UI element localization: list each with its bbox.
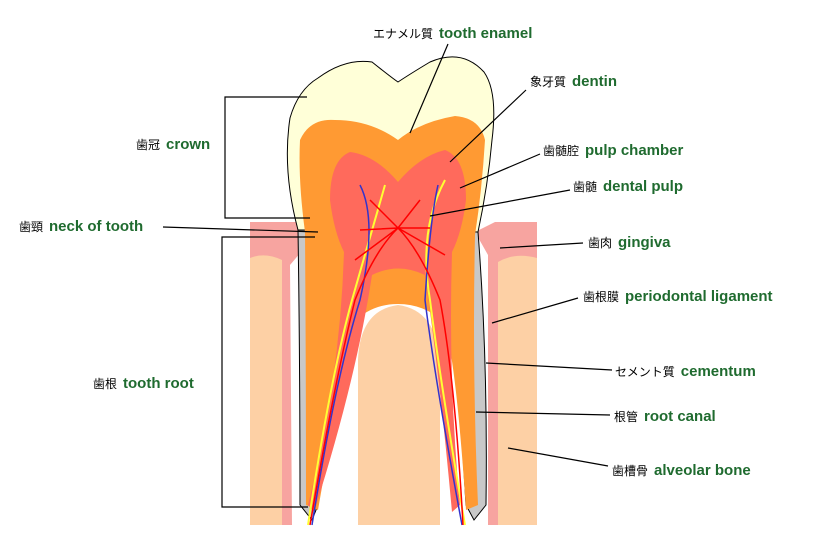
- label-dentin-jp: 象牙質: [530, 75, 567, 89]
- leader-lines: [162, 43, 613, 467]
- gingiva-shape: [250, 222, 318, 525]
- leader-cementum: [485, 362, 613, 371]
- leader-periodontal-ligament: [491, 297, 579, 324]
- leader-root-canal: [475, 411, 611, 416]
- label-gingiva-jp: 歯肉: [588, 236, 613, 250]
- label-gingiva-en: gingiva: [618, 234, 671, 251]
- label-crown: 歯冠 crown: [136, 135, 210, 154]
- label-pulp-chamber-jp: 歯髄腔: [543, 144, 580, 158]
- label-tooth-enamel: エナメル質 tooth enamel: [373, 24, 532, 43]
- label-alveolar-bone-en: alveolar bone: [654, 462, 751, 479]
- label-neck-of-tooth-en: neck of tooth: [49, 218, 144, 235]
- label-cementum: セメント質 cementum: [615, 362, 756, 381]
- label-dentin: 象牙質 dentin: [530, 72, 617, 91]
- label-dental-pulp-jp: 歯髄: [573, 180, 598, 194]
- label-alveolar-bone: 歯槽骨 alveolar bone: [612, 461, 751, 480]
- crown-bracket: [224, 96, 310, 219]
- label-pulp-chamber: 歯髄腔 pulp chamber: [543, 141, 683, 160]
- leader-alveolar-bone: [507, 447, 609, 467]
- label-periodontal-ligament-en: periodontal ligament: [625, 288, 773, 305]
- leader-dental-pulp: [429, 189, 571, 217]
- nerve-yellow: [307, 179, 466, 526]
- label-dentin-en: dentin: [572, 73, 618, 90]
- leader-dentin: [449, 89, 527, 163]
- artery-red: [309, 199, 464, 526]
- label-neck-of-tooth-jp: 歯頸: [19, 220, 44, 234]
- label-tooth-enamel-en: tooth enamel: [439, 25, 533, 42]
- label-neck-of-tooth: 歯頸 neck of tooth: [19, 217, 143, 236]
- label-tooth-enamel-jp: エナメル質: [373, 27, 434, 41]
- label-tooth-root-en: tooth root: [123, 375, 194, 392]
- label-root-canal: 根管 root canal: [614, 407, 716, 426]
- leader-neck-of-tooth: [162, 226, 319, 233]
- label-tooth-root: 歯根 tooth root: [93, 374, 194, 393]
- leader-pulp-chamber: [459, 153, 541, 189]
- label-dental-pulp: 歯髄 dental pulp: [573, 177, 683, 196]
- alveolar-bone-shape: [250, 242, 537, 526]
- label-gingiva: 歯肉 gingiva: [588, 233, 671, 252]
- gingiva-shape-right: [475, 222, 537, 525]
- label-alveolar-bone-jp: 歯槽骨: [612, 464, 649, 478]
- label-dental-pulp-en: dental pulp: [603, 178, 684, 195]
- leader-tooth-enamel: [409, 43, 449, 134]
- label-crown-en: crown: [166, 136, 211, 153]
- root-bracket: [221, 236, 315, 508]
- label-tooth-root-jp: 歯根: [93, 377, 118, 391]
- label-cementum-en: cementum: [680, 363, 756, 380]
- label-cementum-jp: セメント質: [615, 365, 675, 379]
- label-periodontal-ligament: 歯根膜 periodontal ligament: [583, 287, 773, 306]
- leader-gingiva: [499, 242, 584, 249]
- label-crown-jp: 歯冠: [136, 138, 161, 152]
- vein-blue: [311, 184, 463, 526]
- label-root-canal-en: root canal: [644, 408, 716, 425]
- label-root-canal-jp: 根管: [614, 410, 639, 424]
- label-periodontal-ligament-jp: 歯根膜: [583, 290, 620, 304]
- label-pulp-chamber-en: pulp chamber: [585, 142, 684, 159]
